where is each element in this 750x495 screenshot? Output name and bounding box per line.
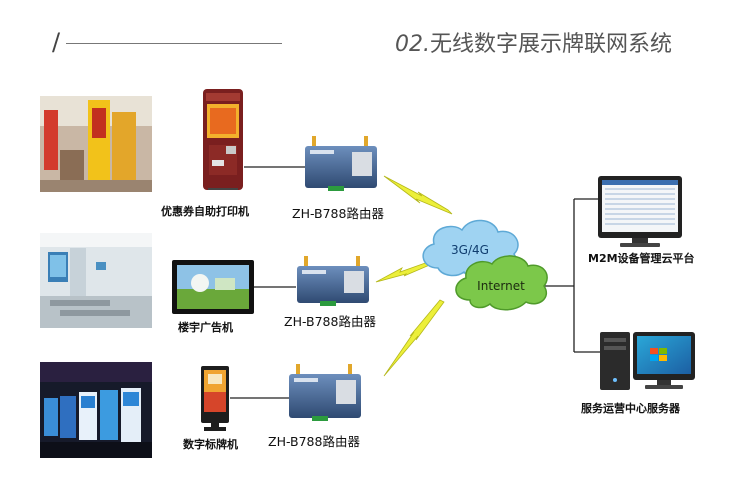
photo-digital-signage bbox=[40, 362, 152, 458]
lightning-bolt bbox=[383, 175, 453, 215]
router-label: ZH-B788路由器 bbox=[292, 206, 384, 221]
router-icon bbox=[305, 136, 377, 191]
wireless-signals bbox=[375, 175, 453, 377]
server-monitor-icon bbox=[633, 332, 695, 389]
header-divider bbox=[66, 43, 282, 44]
lightning-bolt bbox=[383, 299, 445, 377]
photo-lobby-display bbox=[40, 233, 152, 328]
device-label-ad-screen: 楼宇广告机 bbox=[178, 321, 233, 334]
coupon-kiosk-icon bbox=[203, 89, 243, 190]
photo-mall-kiosk bbox=[40, 96, 152, 192]
server-label-service-center: 服务运营中心服务器 bbox=[581, 402, 680, 415]
header-slash: / bbox=[52, 28, 61, 56]
connection-lines bbox=[230, 166, 600, 399]
page-title: 02.无线数字展示牌联网系统 bbox=[395, 26, 672, 58]
ad-screen-icon bbox=[172, 260, 254, 314]
router-icon bbox=[289, 364, 361, 421]
m2m-monitor-icon bbox=[598, 176, 682, 247]
cellular-label: 3G/4G bbox=[451, 243, 489, 257]
device-label-signage: 数字标牌机 bbox=[183, 438, 238, 451]
internet-label: Internet bbox=[477, 279, 525, 293]
lightning-bolt bbox=[375, 261, 433, 283]
router-label: ZH-B788路由器 bbox=[268, 434, 360, 449]
standing-signage-icon bbox=[201, 366, 229, 431]
cloud-internet bbox=[455, 255, 548, 311]
server-tower-icon bbox=[600, 332, 630, 390]
router-icon bbox=[297, 256, 369, 306]
router-label: ZH-B788路由器 bbox=[284, 314, 376, 329]
device-label-coupon-kiosk: 优惠券自助打印机 bbox=[161, 205, 249, 218]
server-label-m2m: M2M设备管理云平台 bbox=[588, 252, 695, 265]
title-number: 02. bbox=[395, 32, 430, 57]
title-text: 无线数字展示牌联网系统 bbox=[430, 32, 673, 57]
